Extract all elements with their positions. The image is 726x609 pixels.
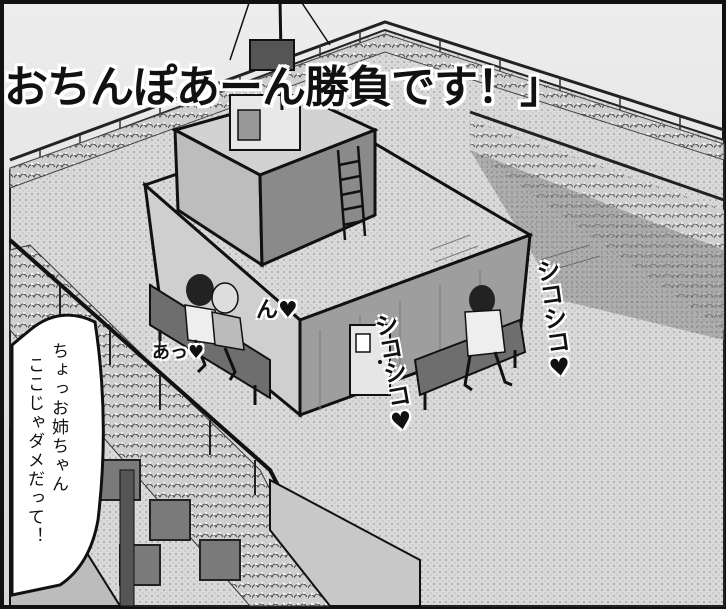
sfx-moan-a: あっ♥ [152, 342, 205, 363]
caption-headline: おちんぽあーん勝負です！」 [4, 62, 564, 113]
speech-bubble-shape [10, 313, 105, 597]
speech-bubble-line-1: ちょっお姉ちゃん [48, 342, 68, 494]
left-bench-couple [149, 274, 271, 405]
speech-bubble-line-2: ここじゃダメだって！ [24, 356, 44, 546]
right-bench-figure [413, 285, 527, 410]
sfx-moan-n: ん♥ [256, 298, 298, 323]
